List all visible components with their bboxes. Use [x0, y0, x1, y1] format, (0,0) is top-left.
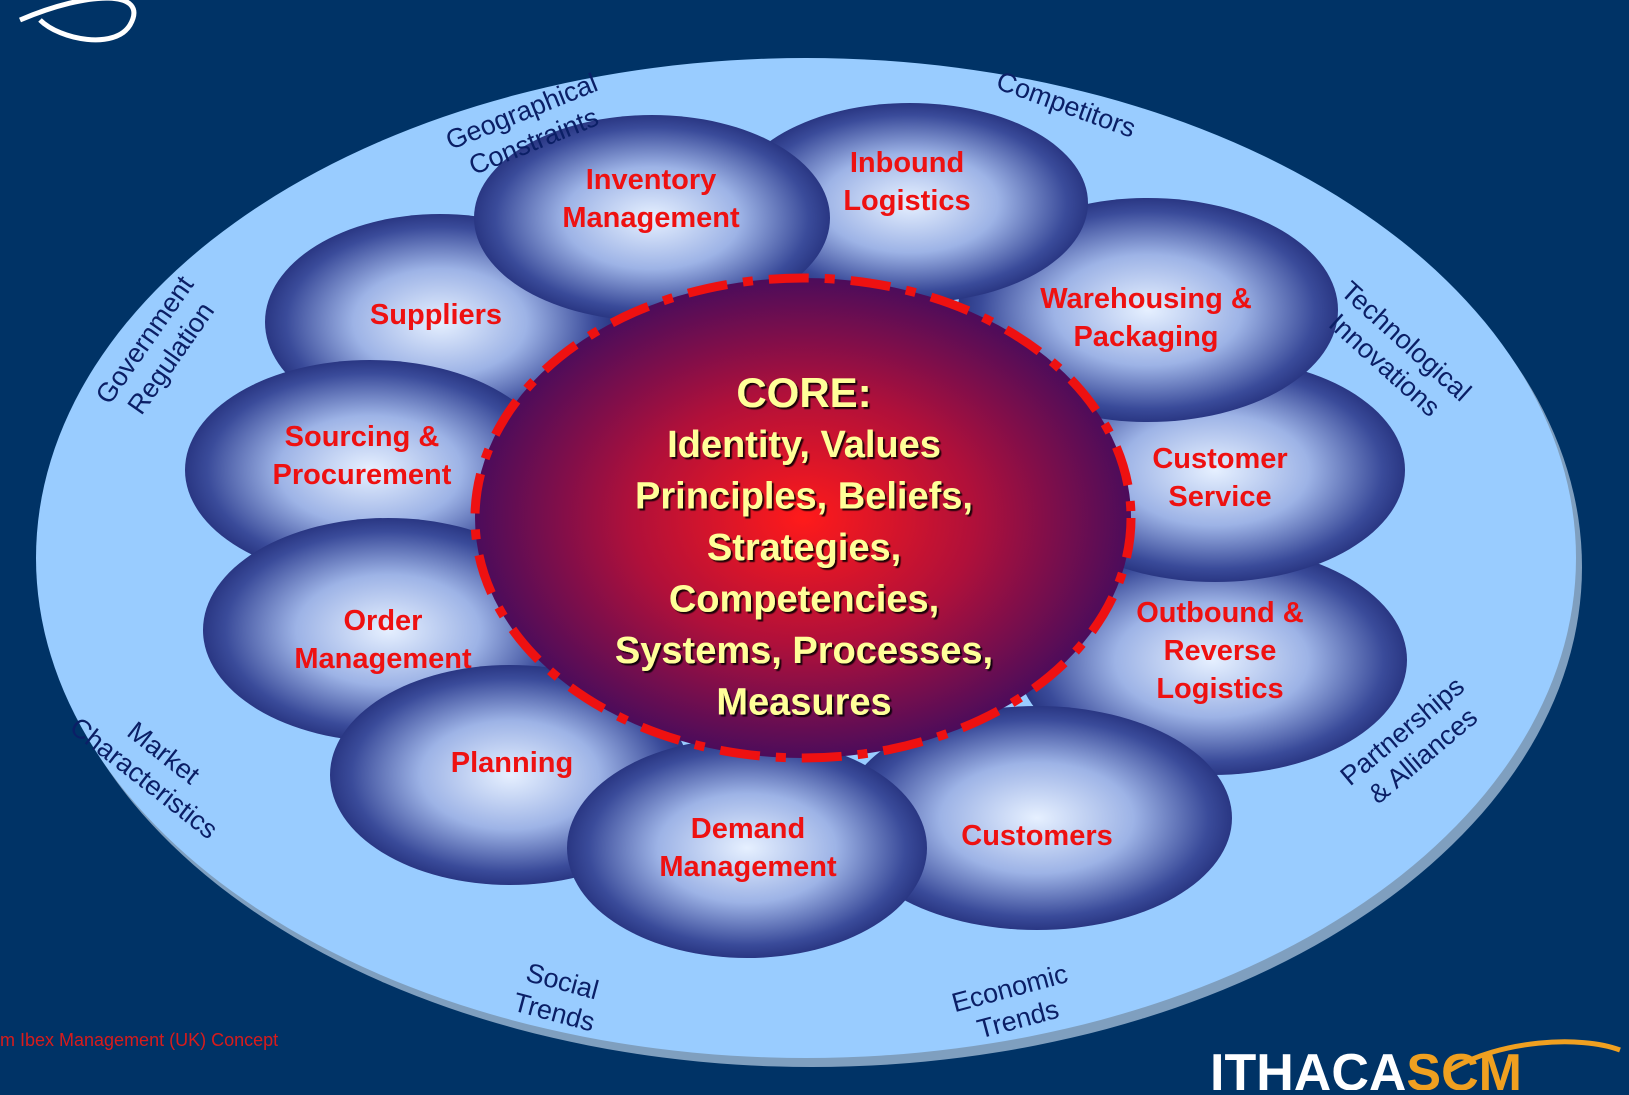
core-shape — [470, 273, 1136, 763]
credit-text: m Ibex Management (UK) Concept — [0, 1030, 278, 1050]
petal-inbound-shape — [732, 103, 1088, 303]
petal-warehousing-label: Warehousing &Packaging — [1040, 283, 1252, 353]
petal-sourcing-procurement: Sourcing &Procurement — [185, 360, 555, 580]
petal-planning-label: Planning — [451, 747, 573, 779]
petal-suppliers-label: Suppliers — [370, 299, 502, 331]
core-title: CORE: — [736, 369, 871, 416]
petal-demand-shape — [567, 738, 927, 958]
ithacascm-logo: ITHACASCM — [1210, 1039, 1621, 1095]
petal-customers: Customers — [842, 706, 1232, 930]
petal-customers-label: Customers — [961, 820, 1113, 852]
petal-customers-shape — [842, 706, 1232, 930]
petal-inventory-shape — [474, 115, 830, 321]
logo-text: ITHACASCM — [1210, 1044, 1522, 1090]
petal-sourcing-shape — [185, 360, 555, 580]
petal-sourcing-label: Sourcing &Procurement — [273, 421, 452, 491]
swoosh-shape — [19, 0, 137, 43]
logo-swoosh-icon — [1448, 1039, 1621, 1073]
